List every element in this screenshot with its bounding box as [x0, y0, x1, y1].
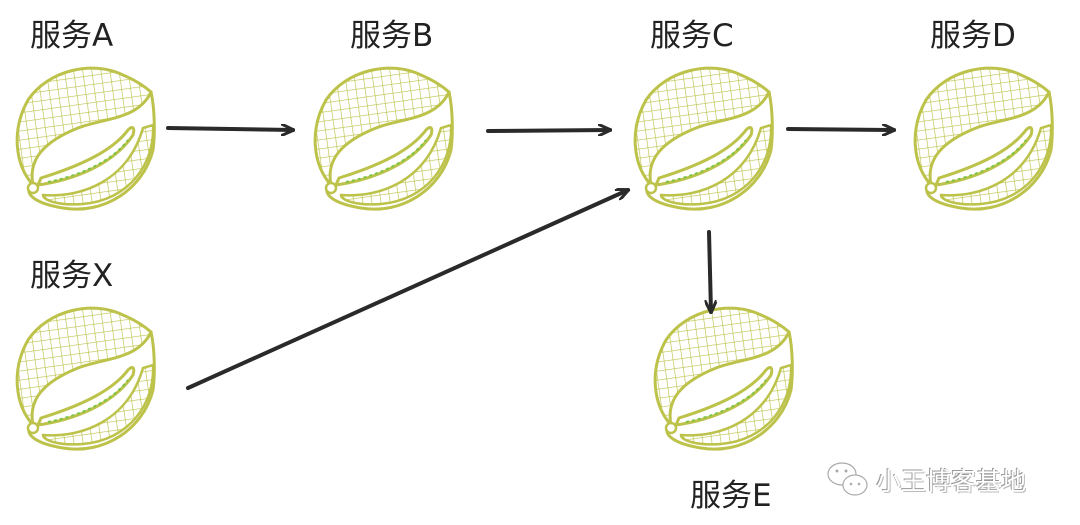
- edge-c-e: [709, 230, 711, 312]
- service-e-label: 服务E: [690, 478, 772, 514]
- service-c-icon: [633, 66, 774, 211]
- edge-b-c: [486, 130, 610, 131]
- service-c-label: 服务C: [650, 18, 734, 54]
- edge-c-d: [786, 129, 894, 130]
- service-d-label: 服务D: [930, 18, 1016, 54]
- service-a-label: 服务A: [30, 18, 114, 54]
- watermark-text: 小王博客基地: [876, 467, 1027, 496]
- edge-x-c: [186, 190, 628, 390]
- service-b-icon: [313, 66, 454, 211]
- service-d-icon: [913, 66, 1054, 211]
- service-b-label: 服务B: [350, 18, 434, 54]
- service-x-label: 服务X: [30, 258, 114, 294]
- service-a-icon: [15, 66, 156, 211]
- wechat-icon: [827, 462, 868, 496]
- service-x-icon: [15, 306, 156, 451]
- watermark: 小王博客基地: [826, 460, 1026, 500]
- service-e-icon: [653, 306, 794, 451]
- edge-a-b: [166, 128, 293, 130]
